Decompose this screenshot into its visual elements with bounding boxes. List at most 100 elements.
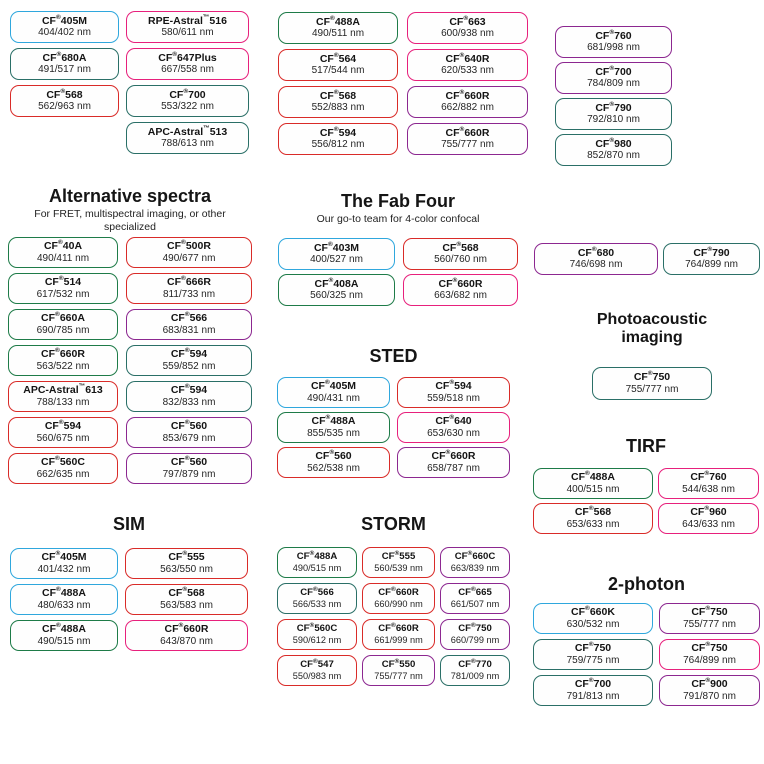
dye-name: CF®640R — [445, 51, 490, 65]
trademark-symbol: ® — [609, 100, 615, 108]
dye-name: CF®488A — [316, 14, 360, 28]
trademark-symbol: ® — [470, 621, 476, 629]
trademark-symbol: ® — [57, 239, 63, 247]
trademark-symbol: ® — [647, 370, 653, 378]
trademark-symbol: ® — [56, 50, 62, 58]
dye-name: CF®700 — [169, 87, 206, 101]
trademark-symbol: ™ — [78, 383, 86, 391]
dye-wavelengths: 552/883 nm — [311, 102, 365, 114]
section-heading: TIRF — [533, 436, 759, 468]
section-title: Photoacoustic imaging — [596, 311, 708, 346]
trademark-symbol: ® — [55, 455, 60, 463]
trademark-symbol: ® — [178, 622, 184, 630]
dye-name: CF®647Plus — [158, 50, 217, 64]
dye-wavelengths: 661/507 nm — [450, 598, 500, 609]
dye-name: CF®488A — [311, 414, 356, 428]
dye-name: CF®700 — [595, 64, 632, 78]
dye-wavelengths: 755/777 nm — [441, 139, 494, 151]
trademark-symbol: ® — [184, 347, 190, 355]
dye-name: CF®665 — [458, 585, 492, 599]
dye-wavelengths: 643/633 nm — [682, 518, 735, 530]
dye-wavelengths: 791/870 nm — [683, 690, 736, 702]
dye-wavelengths: 660/799 nm — [450, 634, 500, 645]
trademark-symbol: ® — [459, 88, 465, 96]
dye-name: CF®555 — [381, 549, 416, 563]
dye-name: CF®560 — [170, 419, 208, 433]
dye-name: CF®488A — [296, 549, 338, 563]
dye-name: CF®750 — [691, 605, 728, 619]
dye-name: CF®500R — [167, 239, 211, 253]
dye-name: CF®566 — [170, 311, 208, 325]
trademark-symbol: ® — [707, 245, 713, 253]
dye-wavelengths: 617/532 nm — [36, 288, 90, 300]
trademark-symbol: ® — [705, 677, 711, 685]
dye-wavelengths: 490/515 nm — [37, 635, 91, 647]
dye-wavelengths: 759/775 nm — [566, 654, 620, 666]
section-title: SIM — [112, 514, 145, 534]
trademark-symbol: ® — [55, 347, 60, 355]
dye-wavelengths: 517/544 nm — [311, 65, 365, 77]
trademark-symbol: ® — [704, 505, 710, 513]
trademark-symbol: ® — [58, 275, 64, 283]
dye-wavelengths: 490/511 nm — [311, 28, 365, 40]
dye-wavelengths: 853/679 nm — [162, 432, 216, 444]
dye-name: RPE-Astral™516 — [148, 13, 227, 27]
trademark-symbol: ® — [463, 14, 469, 22]
dye-name: APC-Astral™613 — [23, 383, 103, 397]
dye-wavelengths: 490/677 nm — [162, 252, 216, 264]
dye-wavelengths: 690/785 nm — [36, 324, 90, 336]
dye-wavelengths: 791/813 nm — [566, 690, 620, 702]
dye-name: CF®700 — [574, 677, 612, 691]
dye-name: CF®660R — [378, 621, 419, 635]
dye-wavelengths: 544/638 nm — [682, 483, 735, 495]
trademark-symbol: ® — [445, 449, 451, 457]
dye-name: CF®900 — [691, 677, 728, 691]
trademark-symbol: ® — [309, 621, 315, 629]
dye-name: CF®408A — [314, 276, 359, 290]
trademark-symbol: ® — [182, 550, 188, 558]
section-title: Alternative spectra — [48, 186, 212, 206]
dye-wavelengths: 855/535 nm — [307, 427, 360, 439]
dye-name: CF®594 — [170, 383, 208, 397]
trademark-symbol: ® — [588, 505, 594, 513]
dye-name: CF®640 — [435, 414, 472, 428]
dye-name: CF®405M — [41, 550, 87, 564]
dye-wavelengths: 563/522 nm — [36, 360, 90, 372]
dye-name: CF®660A — [41, 311, 85, 325]
dye-name: CF®550 — [381, 657, 416, 671]
dye-name: CF®555 — [168, 550, 205, 564]
dye-wavelengths: 653/633 nm — [566, 518, 620, 530]
dye-name: CF®660R — [438, 276, 483, 290]
section-heading: 2-photon — [533, 574, 760, 603]
section-heading: Photoacoustic imaging — [542, 311, 762, 367]
dye-wavelengths: 788/133 nm — [36, 396, 90, 408]
dye-wavelengths: 404/402 nm — [38, 27, 91, 39]
